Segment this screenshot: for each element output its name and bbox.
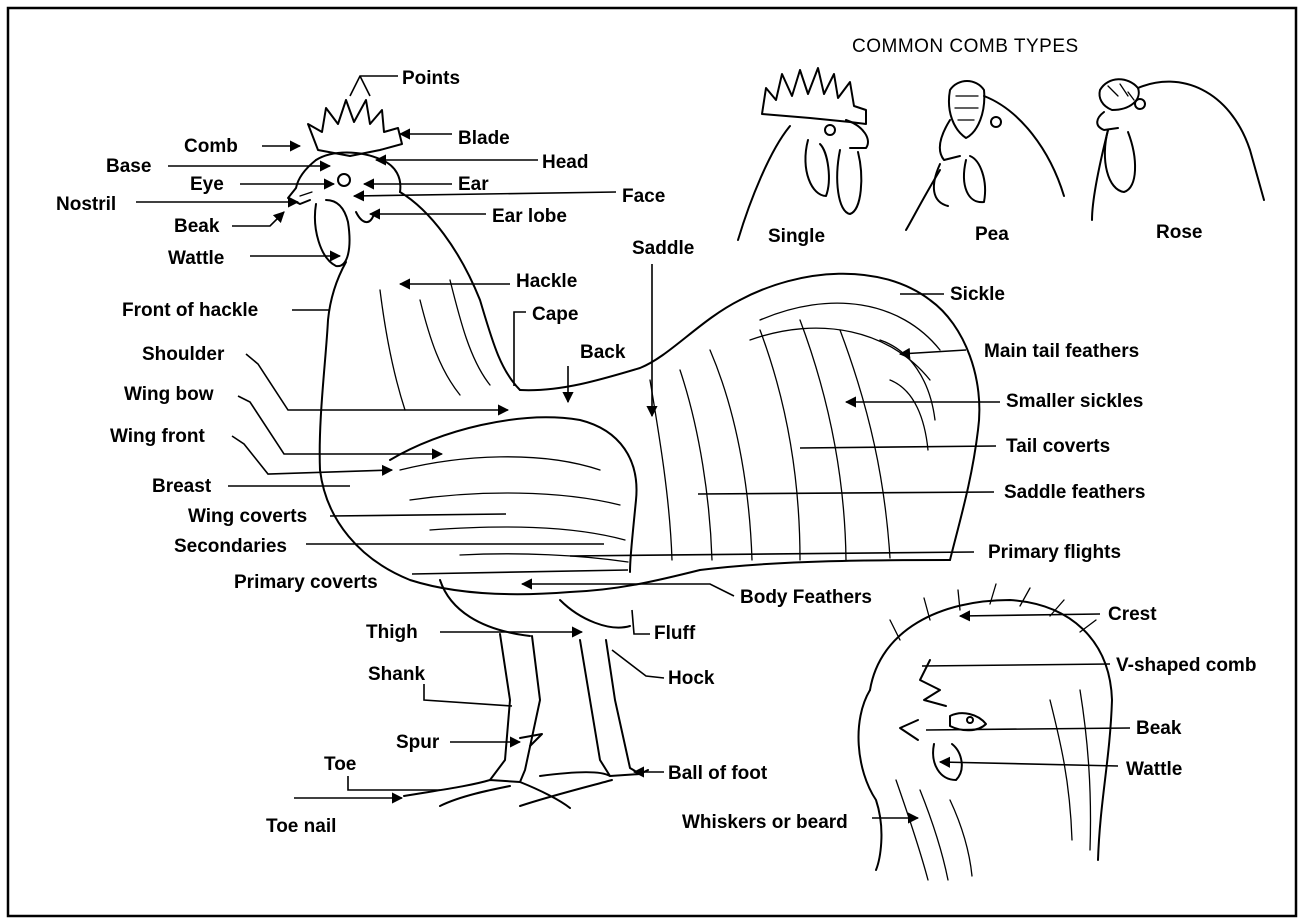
label-toe-nail: Toe nail — [266, 816, 336, 837]
label-primary-flights: Primary flights — [988, 542, 1121, 563]
label-wing-bow: Wing bow — [124, 384, 214, 405]
comb-type-label-rose: Rose — [1156, 222, 1202, 243]
label-wattle: Wattle — [168, 248, 224, 269]
label-sickle: Sickle — [950, 284, 1005, 305]
label-face: Face — [622, 186, 665, 207]
label-ear-lobe: Ear lobe — [492, 206, 567, 227]
label-v-shaped-comb: V-shaped comb — [1116, 655, 1256, 676]
label-ball-of-foot: Ball of foot — [668, 763, 768, 784]
label-fluff: Fluff — [654, 623, 696, 644]
label-body-feathers: Body Feathers — [740, 587, 872, 608]
label-back: Back — [580, 342, 626, 363]
label-whiskers-or-beard: Whiskers or beard — [682, 812, 848, 833]
label-head: Head — [542, 152, 588, 173]
crested-head-illustration — [859, 584, 1112, 880]
label-thigh: Thigh — [366, 622, 418, 643]
label-blade: Blade — [458, 128, 510, 149]
label-toe: Toe — [324, 754, 356, 775]
comb-type-pea — [906, 81, 1064, 230]
label-crest-wattle: Wattle — [1126, 759, 1182, 780]
label-eye: Eye — [190, 174, 224, 195]
label-ear: Ear — [458, 174, 489, 195]
label-hock: Hock — [668, 668, 715, 689]
comb-type-label-single: Single — [768, 226, 825, 247]
label-shoulder: Shoulder — [142, 344, 225, 365]
comb-type-label-pea: Pea — [975, 224, 1009, 245]
label-saddle-feathers: Saddle feathers — [1004, 482, 1146, 503]
label-smaller-sickles: Smaller sickles — [1006, 391, 1143, 412]
label-breast: Breast — [152, 476, 212, 497]
label-hackle: Hackle — [516, 271, 577, 292]
label-spur: Spur — [396, 732, 440, 753]
label-beak: Beak — [174, 216, 220, 237]
label-base: Base — [106, 156, 151, 177]
label-comb: Comb — [184, 136, 238, 157]
label-wing-front: Wing front — [110, 426, 205, 447]
label-primary-coverts: Primary coverts — [234, 572, 378, 593]
comb-type-single — [738, 68, 868, 240]
label-saddle: Saddle — [632, 238, 694, 259]
comb-type-rose — [1092, 79, 1264, 220]
label-crest-beak: Beak — [1136, 718, 1182, 739]
label-tail-coverts: Tail coverts — [1006, 436, 1110, 457]
label-front-of-hackle: Front of hackle — [122, 300, 258, 321]
label-wing-coverts: Wing coverts — [188, 506, 307, 527]
label-cape: Cape — [532, 304, 578, 325]
comb-types-title: COMMON COMB TYPES — [852, 36, 1079, 57]
crested-head-labels: Crest V-shaped comb Beak Wattle Whiskers… — [682, 604, 1256, 833]
label-main-tail-feathers: Main tail feathers — [984, 341, 1139, 362]
label-nostril: Nostril — [56, 194, 116, 215]
label-shank: Shank — [368, 664, 425, 685]
label-crest: Crest — [1108, 604, 1157, 625]
label-secondaries: Secondaries — [174, 536, 287, 557]
rooster-labels: Points Comb Blade Base Head Eye Ear Nost… — [56, 68, 1146, 837]
label-points: Points — [402, 68, 460, 89]
